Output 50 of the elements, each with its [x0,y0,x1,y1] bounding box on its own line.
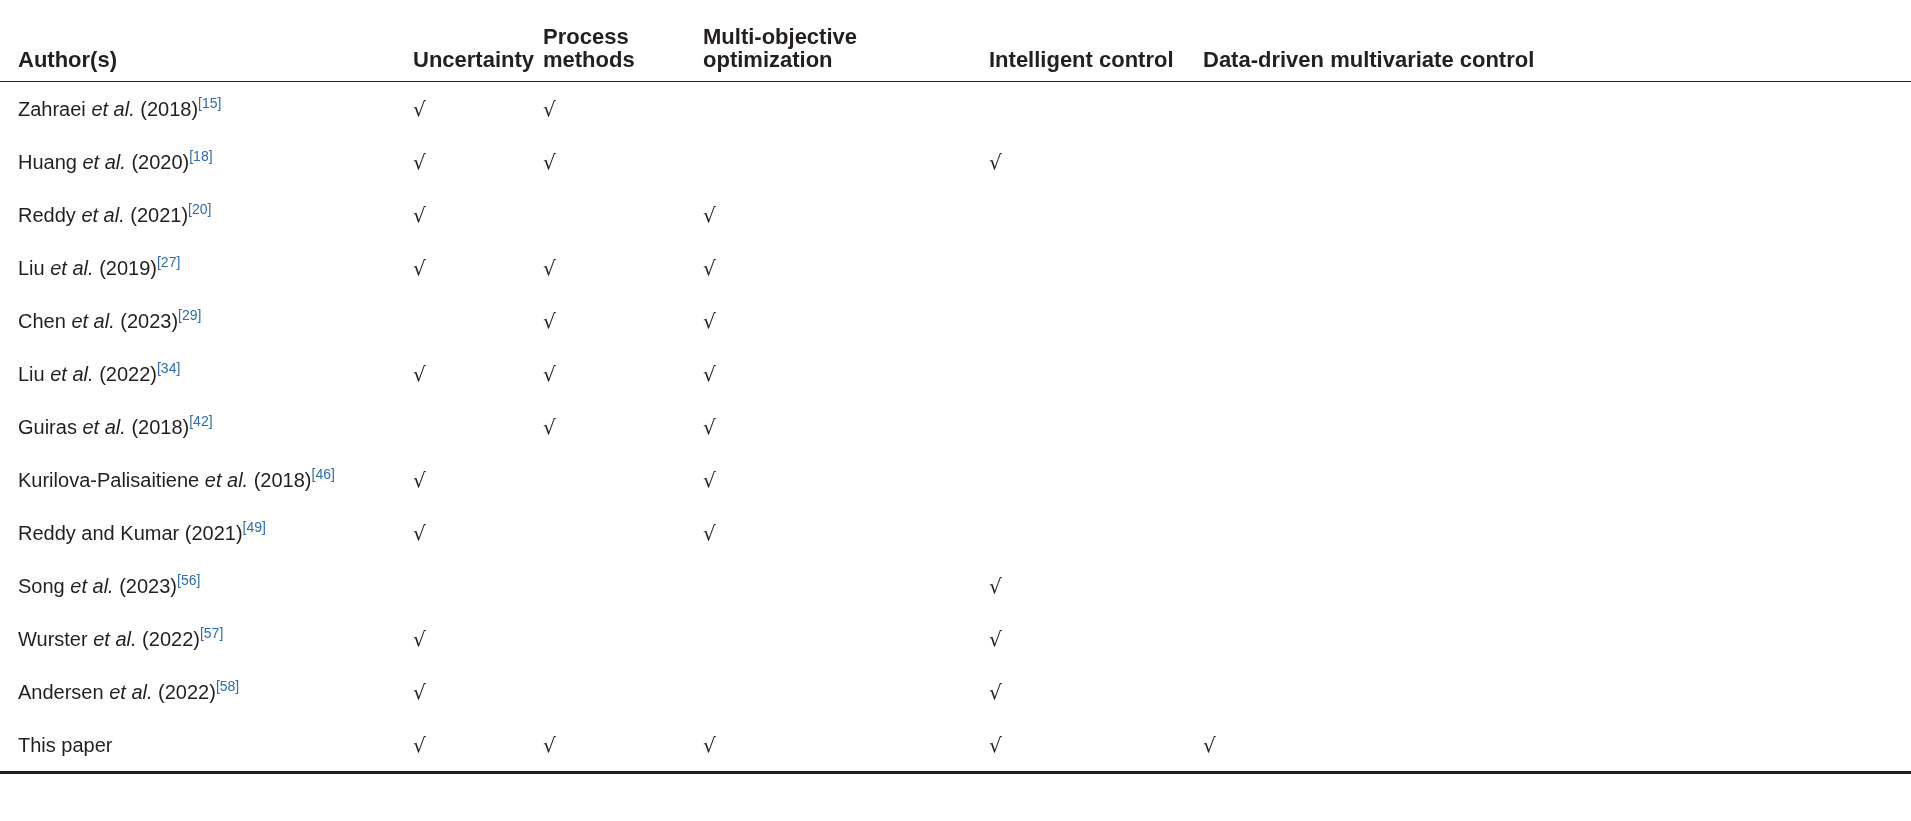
column-header: Intelligent control [989,47,1174,71]
author-reference: This paper [18,732,113,757]
check-mark: √ [703,308,716,333]
check-mark: √ [543,255,556,280]
check-mark: √ [413,361,426,386]
check-mark: √ [703,255,716,280]
author-reference: Andersen et al. (2022)$^{[58]}$ [18,679,240,704]
column-header: Process methods [543,24,636,71]
check-mark: √ [413,202,426,227]
check-mark: √ [413,732,426,757]
check-mark: √ [989,149,1002,174]
author-reference: Wurster et al. (2022)$^{[57]}$ [18,626,224,651]
author-reference: Huang et al. (2020)$^{[18]}$ [18,149,213,174]
check-mark: √ [989,626,1002,651]
check-mark: √ [413,96,426,121]
column-header: Author(s) [18,47,117,71]
check-mark: √ [413,679,426,704]
check-mark: √ [703,414,716,439]
check-mark: √ [703,732,716,757]
check-mark: √ [989,732,1002,757]
check-mark: √ [543,361,556,386]
author-reference: Reddy and Kumar (2021)$^{[49]}$ [18,520,266,545]
check-mark: √ [543,732,556,757]
check-mark: √ [989,573,1002,598]
check-mark: √ [543,414,556,439]
author-reference: Kurilova-Palisaitiene et al. (2018)$^{[46]}$ [18,467,335,492]
author-reference: Liu et al. (2022)$^{[34]}$ [18,361,181,386]
check-mark: √ [413,149,426,174]
check-mark: √ [703,520,716,545]
check-mark: √ [989,679,1002,704]
check-mark: √ [543,149,556,174]
author-reference: Guiras et al. (2018)$^{[42]}$ [18,414,213,439]
column-header: Multi-objective optimization [703,24,858,71]
author-reference: Chen et al. (2023)$^{[29]}$ [18,308,202,333]
author-reference: Song et al. (2023)$^{[56]}$ [18,573,201,598]
column-header: Data-driven multivariate control [1203,47,1535,71]
check-mark: √ [703,202,716,227]
check-mark: √ [413,520,426,545]
author-reference: Reddy et al. (2021)$^{[20]}$ [18,202,212,227]
check-mark: √ [413,255,426,280]
author-reference: Liu et al. (2019)$^{[27]}$ [18,255,181,280]
check-mark: √ [703,467,716,492]
check-mark: √ [1203,732,1216,757]
check-mark: √ [543,308,556,333]
column-header: Uncertainty [413,47,535,71]
check-mark: √ [703,361,716,386]
check-mark: √ [413,467,426,492]
check-mark: √ [543,96,556,121]
check-mark: √ [413,626,426,651]
author-reference: Zahraei et al. (2018)$^{[15]}$ [18,96,222,121]
